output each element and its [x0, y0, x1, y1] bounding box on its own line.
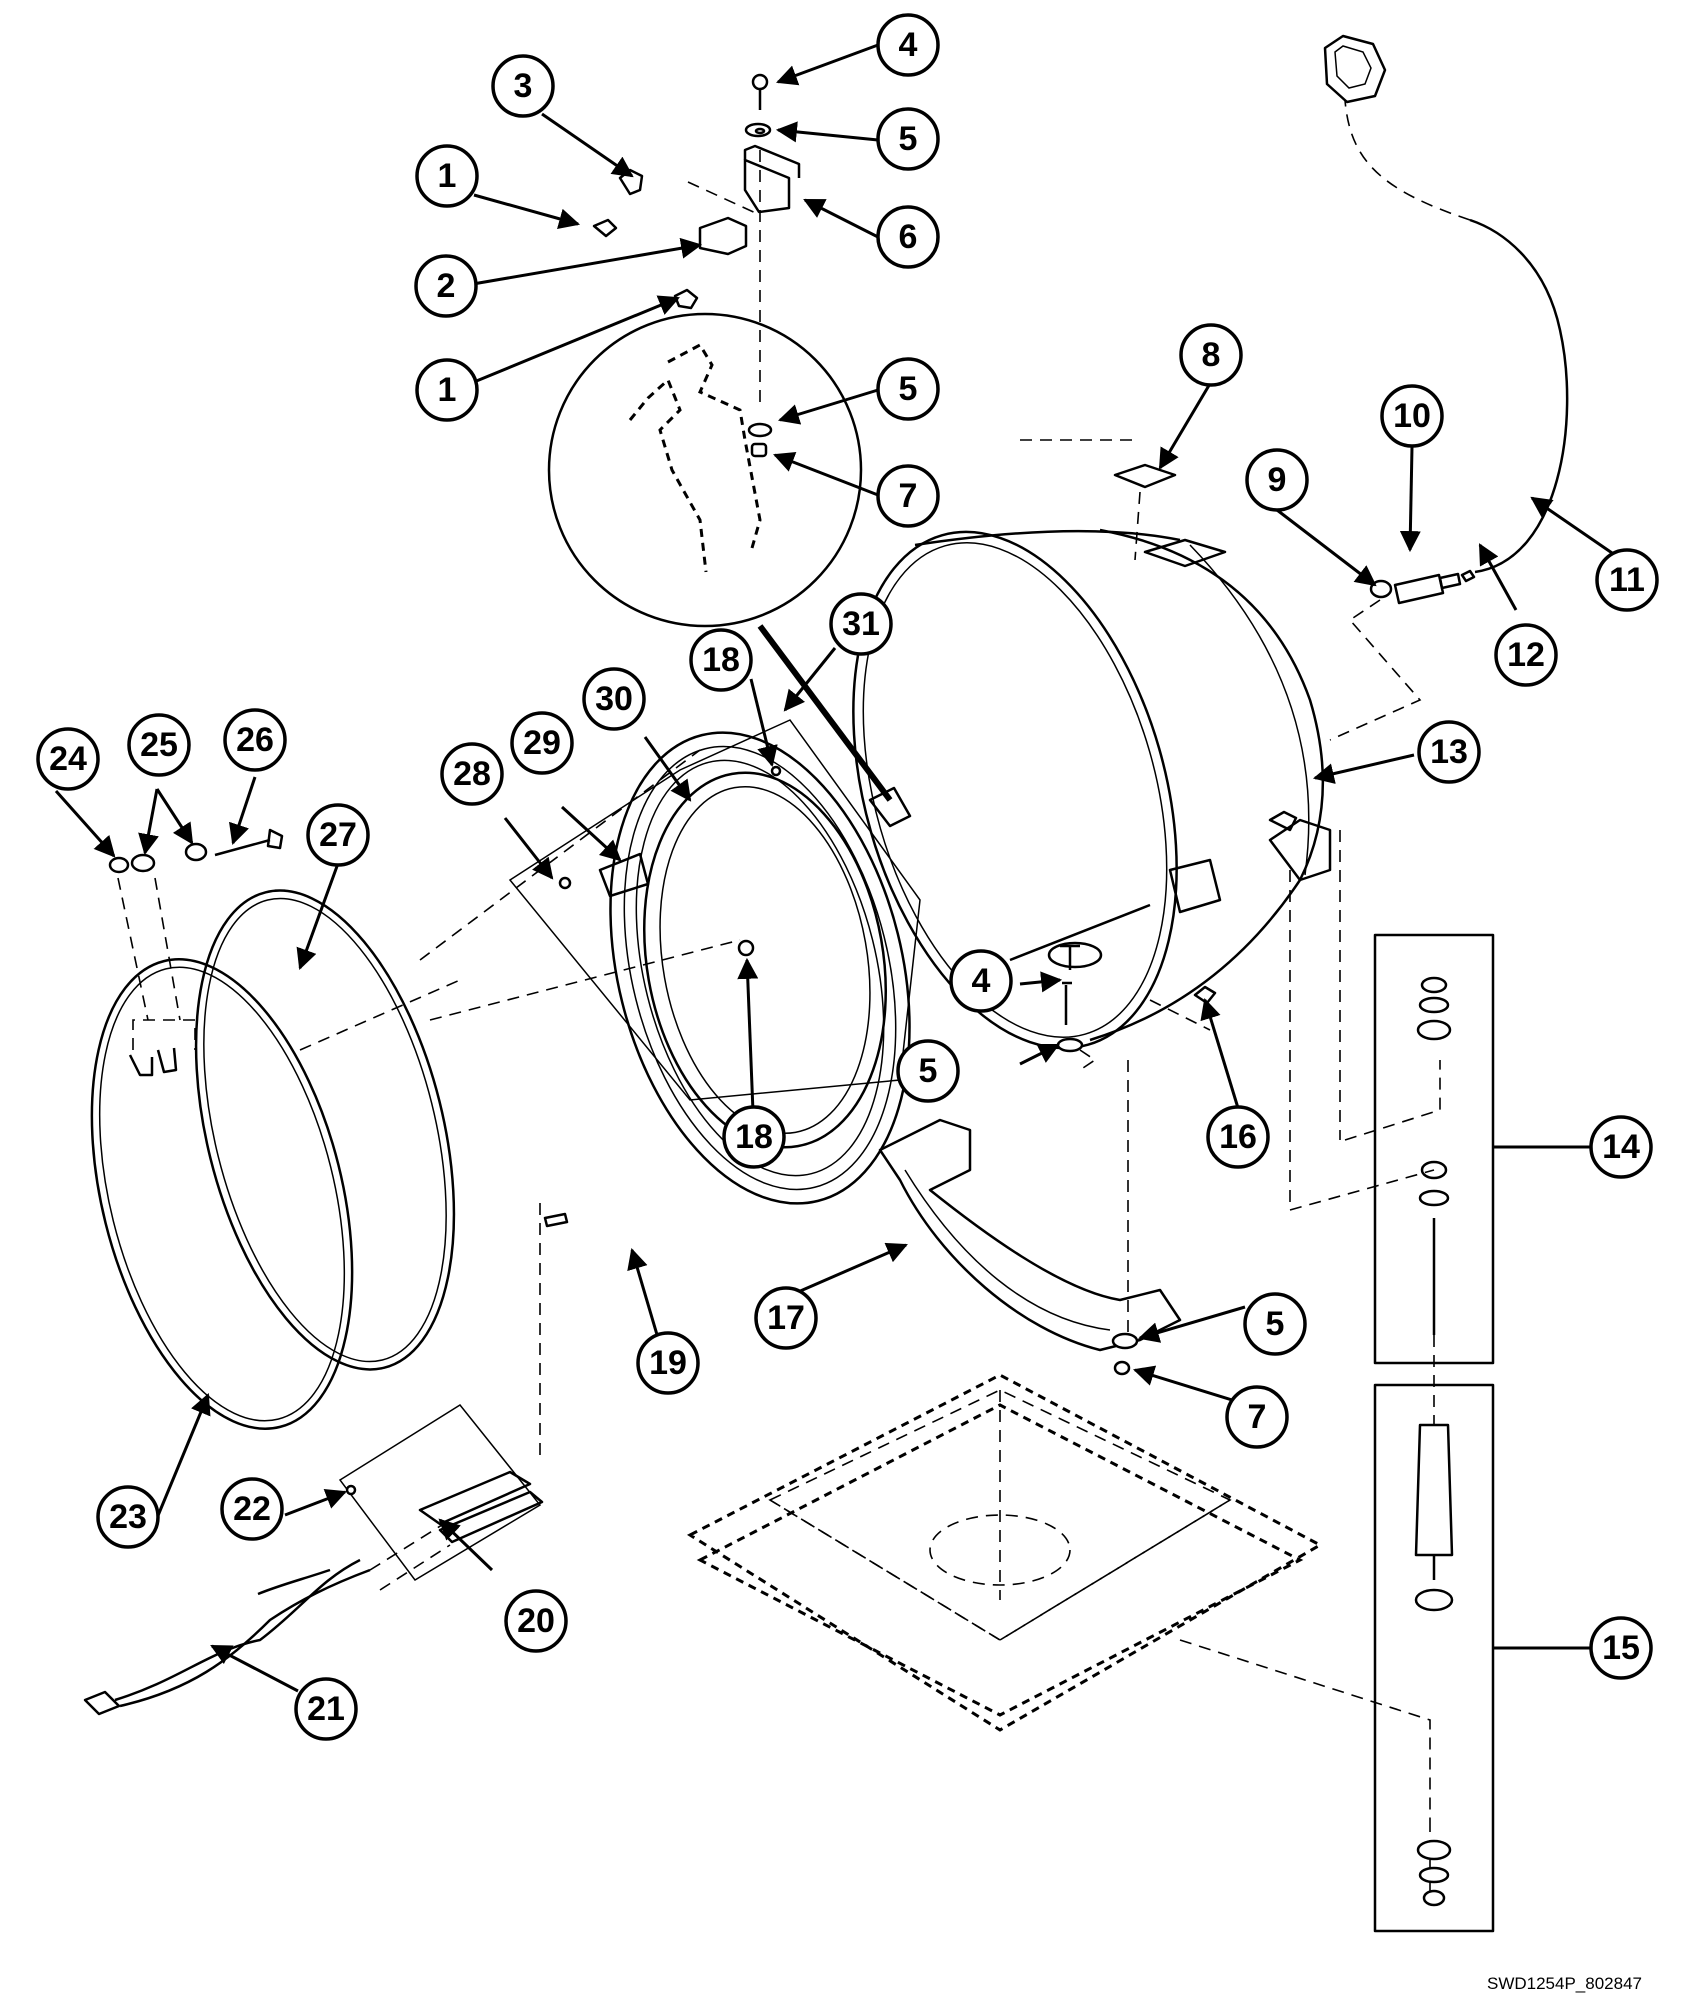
callout-label-5: 5: [899, 370, 918, 408]
callout-label-6: 6: [899, 218, 918, 256]
callout-26: 26: [223, 708, 287, 772]
callout-22: 22: [220, 1477, 284, 1541]
tub-support: [878, 944, 1217, 1376]
callout-19: 19: [636, 1331, 700, 1395]
callout-label-2: 2: [437, 267, 456, 305]
callout-1b: 1: [415, 358, 479, 422]
callout-17: 17: [754, 1286, 818, 1350]
callout-label-18: 18: [702, 641, 740, 679]
callout-25: 25: [127, 713, 191, 777]
callout-18a: 18: [689, 628, 753, 692]
callout-10: 10: [1380, 384, 1444, 448]
callout-label-5: 5: [899, 120, 918, 158]
callout-label-17: 17: [767, 1299, 805, 1337]
callout-label-7: 7: [1248, 1398, 1267, 1436]
callout-9: 9: [1245, 448, 1309, 512]
callout-27: 27: [306, 803, 370, 867]
callout-21: 21: [294, 1677, 358, 1741]
pressure-hose: [1323, 34, 1569, 741]
callout-28: 28: [440, 742, 504, 806]
callout-label-28: 28: [453, 755, 491, 793]
callout-label-13: 13: [1430, 733, 1468, 771]
drawing-code: SWD1254P_802847: [1486, 1974, 1642, 1993]
callout-label-15: 15: [1602, 1629, 1640, 1667]
callout-label-3: 3: [514, 67, 533, 105]
callout-1a: 1: [415, 144, 479, 208]
callout-11: 11: [1595, 548, 1659, 612]
callout-label-23: 23: [109, 1498, 147, 1536]
callout-label-20: 20: [517, 1602, 555, 1640]
base-frame: [686, 1373, 1431, 1900]
leader-lines: [54, 43, 1616, 1693]
callout-30: 30: [582, 667, 646, 731]
callout-label-19: 19: [649, 1344, 687, 1382]
suspension-boxes: [1289, 830, 1495, 1933]
callout-label-21: 21: [307, 1690, 345, 1728]
callout-label-25: 25: [140, 726, 178, 764]
callout-15: 15: [1589, 1616, 1653, 1680]
callout-4a: 4: [876, 13, 940, 77]
callout-label-8: 8: [1202, 336, 1221, 374]
callout-label-1: 1: [438, 371, 457, 409]
heater-and-harness: [83, 1200, 544, 1716]
callout-label-5: 5: [919, 1052, 938, 1090]
callout-label-7: 7: [899, 477, 918, 515]
callout-label-22: 22: [233, 1490, 271, 1528]
callout-label-30: 30: [595, 680, 633, 718]
label-part: [1113, 463, 1177, 489]
callout-5a: 5: [876, 107, 940, 171]
callout-label-29: 29: [523, 724, 561, 762]
front-assembly: [299, 719, 921, 1228]
callout-31: 31: [829, 592, 893, 656]
callout-5d: 5: [1243, 1292, 1307, 1356]
callout-5c: 5: [896, 1039, 960, 1103]
callout-label-26: 26: [236, 721, 274, 759]
illustration: [83, 34, 1569, 1933]
callout-29: 29: [510, 711, 574, 775]
callout-label-1: 1: [438, 157, 457, 195]
callout-20: 20: [504, 1589, 568, 1653]
callout-7b: 7: [1225, 1385, 1289, 1449]
callout-24: 24: [36, 727, 100, 791]
callout-2: 2: [414, 254, 478, 318]
callout-label-27: 27: [319, 816, 357, 854]
door-switch-assembly: [592, 73, 801, 405]
callout-label-31: 31: [842, 605, 880, 643]
callout-13: 13: [1417, 720, 1481, 784]
clamp-and-gasket: [90, 828, 456, 1430]
callout-16: 16: [1206, 1105, 1270, 1169]
callout-14: 14: [1589, 1115, 1653, 1179]
callout-7a: 7: [876, 464, 940, 528]
callout-label-12: 12: [1507, 636, 1545, 674]
callout-3: 3: [491, 54, 555, 118]
callout-5b: 5: [876, 357, 940, 421]
callout-label-16: 16: [1219, 1118, 1257, 1156]
callout-8: 8: [1179, 323, 1243, 387]
callout-label-18: 18: [735, 1118, 773, 1156]
callout-label-5: 5: [1266, 1305, 1285, 1343]
callout-6: 6: [876, 205, 940, 269]
callout-label-4: 4: [972, 962, 991, 1000]
callout-label-10: 10: [1393, 397, 1431, 435]
callout-label-11: 11: [1609, 561, 1645, 599]
callout-label-14: 14: [1602, 1128, 1640, 1166]
callout-label-24: 24: [49, 740, 87, 778]
callout-4b: 4: [949, 949, 1013, 1013]
callout-label-4: 4: [899, 26, 918, 64]
callout-12: 12: [1494, 623, 1558, 687]
outer-tub: [852, 439, 1332, 1050]
callout-23: 23: [96, 1485, 160, 1549]
callout-18b: 18: [722, 1105, 786, 1169]
callout-label-9: 9: [1268, 461, 1287, 499]
